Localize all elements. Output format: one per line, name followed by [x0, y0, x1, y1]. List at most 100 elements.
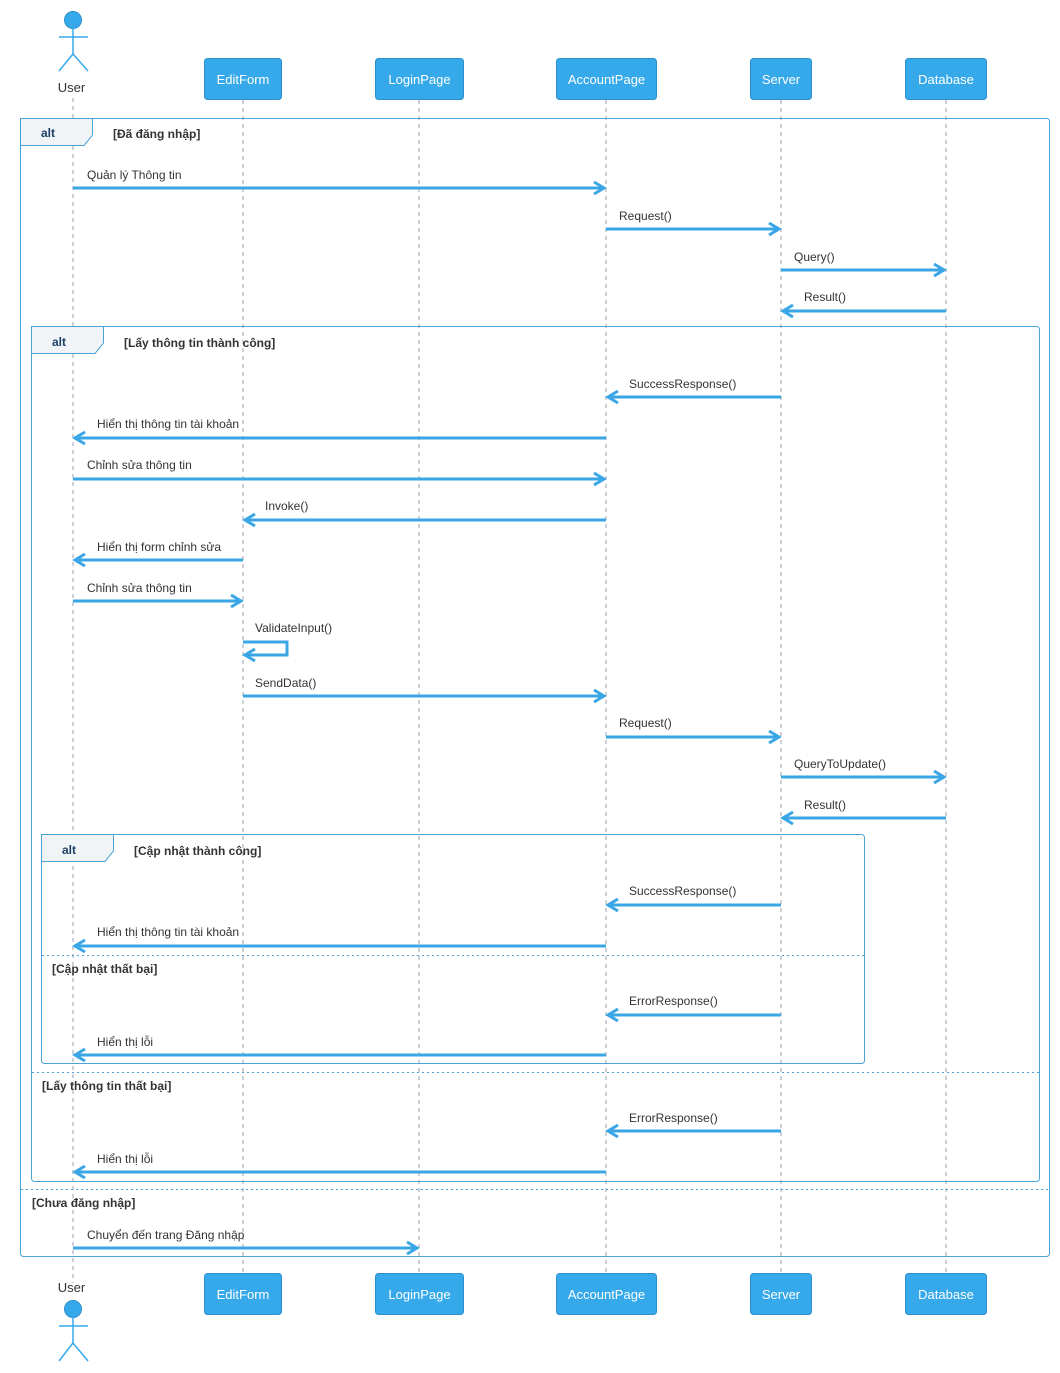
- message-label: Invoke(): [265, 499, 308, 513]
- message-arrow: Hiển thị lỗi: [72, 1151, 606, 1180]
- message-arrow: Chuyển đến trang Đăng nhập: [73, 1228, 420, 1256]
- frame-guard: [Cập nhật thành công]: [134, 844, 261, 858]
- message-arrow: QueryToUpdate(): [781, 757, 947, 785]
- message-label: SuccessResponse(): [629, 884, 736, 898]
- arrowhead: [593, 180, 607, 196]
- message-arrow: Request(): [606, 716, 782, 745]
- frame-operator: alt: [62, 843, 76, 857]
- frame-guard: [Đã đăng nhập]: [113, 127, 200, 141]
- message-label: Request(): [619, 716, 672, 730]
- arrowhead: [605, 1123, 619, 1139]
- message-label: QueryToUpdate(): [794, 757, 886, 771]
- participant-database-bottom[interactable]: Database: [905, 1273, 987, 1315]
- frame-operator: alt: [41, 126, 55, 140]
- arrowhead: [593, 471, 607, 487]
- message-label: Hiển thị thông tin tài khoản: [97, 925, 239, 939]
- actor-user-top[interactable]: User: [58, 11, 89, 96]
- frame-tab: [20, 118, 93, 146]
- message-arrow: Quản lý Thông tin: [73, 168, 607, 196]
- message-label: ErrorResponse(): [629, 1111, 718, 1125]
- participant-label: AccountPage: [568, 72, 645, 87]
- arrowhead: [72, 1047, 86, 1063]
- frame-tab: [31, 326, 104, 354]
- frame-operator: alt: [52, 335, 66, 349]
- arrowhead: [230, 593, 244, 609]
- participant-label: EditForm: [217, 1287, 270, 1302]
- stick-figure-icon: [58, 1300, 89, 1362]
- frame-else-guard: [Cập nhật thất bại]: [52, 962, 157, 976]
- message-arrow: Result(): [780, 798, 946, 826]
- participant-server-top[interactable]: Server: [750, 58, 812, 100]
- self-message-arrow: ValidateInput(): [242, 621, 332, 663]
- arrowhead: [72, 552, 86, 568]
- arrowhead: [406, 1240, 420, 1256]
- message-arrow: Result(): [780, 290, 946, 319]
- actor-user-bottom[interactable]: User: [58, 1280, 89, 1362]
- participant-accountpage-top[interactable]: AccountPage: [556, 58, 657, 100]
- message-arrow: ErrorResponse(): [605, 994, 781, 1023]
- message-label: Request(): [619, 209, 672, 223]
- frame-else-guard: [Chưa đăng nhập]: [32, 1196, 135, 1210]
- message-label: Result(): [804, 798, 846, 812]
- alt-frame-inner: alt [Cập nhật thành công] [Cập nhật thất…: [41, 834, 865, 1064]
- participant-loginpage-top[interactable]: LoginPage: [375, 58, 464, 100]
- message-label: Quản lý Thông tin: [87, 168, 182, 182]
- participant-label: AccountPage: [568, 1287, 645, 1302]
- message-label: SendData(): [255, 676, 316, 690]
- message-arrow: Query(): [781, 250, 947, 278]
- arrowhead: [242, 647, 256, 663]
- participant-database-top[interactable]: Database: [905, 58, 987, 100]
- message-label: Chỉnh sửa thông tin: [87, 581, 192, 595]
- message-arrow: Hiển thị thông tin tài khoản: [72, 417, 606, 446]
- message-label: Hiển thị lỗi: [97, 1151, 153, 1166]
- arrowhead: [605, 389, 619, 405]
- message-arrow: Request(): [606, 209, 782, 237]
- arrowhead: [72, 938, 86, 954]
- arrowhead: [933, 262, 947, 278]
- message-label: Hiển thị form chỉnh sửa: [97, 540, 221, 554]
- arrowhead: [605, 1007, 619, 1023]
- message-arrow: SuccessResponse(): [605, 377, 781, 405]
- message-label: Chỉnh sửa thông tin: [87, 458, 192, 472]
- message-arrow: ErrorResponse(): [605, 1111, 781, 1139]
- message-label: Hiển thị lỗi: [97, 1034, 153, 1049]
- message-arrow: Chỉnh sửa thông tin: [73, 458, 607, 487]
- participant-server-bottom[interactable]: Server: [750, 1273, 812, 1315]
- message-label: Result(): [804, 290, 846, 304]
- participant-accountpage-bottom[interactable]: AccountPage: [556, 1273, 657, 1315]
- actor-label: User: [58, 80, 86, 95]
- message-arrow: SendData(): [243, 676, 607, 704]
- message-arrow: Chỉnh sửa thông tin: [73, 581, 244, 609]
- participant-label: Database: [918, 72, 974, 87]
- arrowhead: [242, 512, 256, 528]
- message-label: Chuyển đến trang Đăng nhập: [87, 1228, 245, 1242]
- participant-label: EditForm: [217, 72, 270, 87]
- message-label: ErrorResponse(): [629, 994, 718, 1008]
- participant-label: Database: [918, 1287, 974, 1302]
- participant-label: Server: [762, 1287, 801, 1302]
- arrowhead: [933, 769, 947, 785]
- arrowhead: [768, 729, 782, 745]
- alt-frame-outer: alt [Đã đăng nhập] [Chưa đăng nhập]: [20, 118, 1050, 1257]
- frame-tab: [41, 834, 114, 862]
- arrowhead: [780, 810, 794, 826]
- participant-editform-top[interactable]: EditForm: [204, 58, 282, 100]
- participant-loginpage-bottom[interactable]: LoginPage: [375, 1273, 464, 1315]
- arrowhead: [768, 221, 782, 237]
- participant-editform-bottom[interactable]: EditForm: [204, 1273, 282, 1315]
- frame-guard: [Lấy thông tin thành công]: [124, 336, 275, 350]
- stick-figure-icon: [58, 11, 89, 72]
- message-arrow: Hiển thị form chỉnh sửa: [72, 540, 243, 568]
- message-arrow: Invoke(): [242, 499, 606, 528]
- arrowhead: [72, 1164, 86, 1180]
- arrowhead: [72, 430, 86, 446]
- arrowhead: [593, 688, 607, 704]
- message-label: SuccessResponse(): [629, 377, 736, 391]
- message-line: [243, 640, 289, 657]
- message-label: Hiển thị thông tin tài khoản: [97, 417, 239, 431]
- message-arrow: SuccessResponse(): [605, 884, 781, 913]
- actor-label: User: [58, 1280, 86, 1295]
- alt-frame-middle: alt [Lấy thông tin thành công] [Lấy thôn…: [31, 326, 1040, 1182]
- message-label: ValidateInput(): [255, 621, 332, 635]
